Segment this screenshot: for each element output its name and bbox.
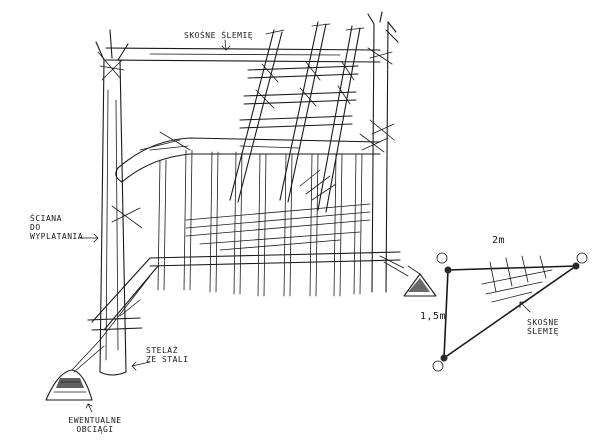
label-plan-beams: SKOŚNE ŚLEMIĘ [518,318,568,336]
label-weights-1: EWENTUALNE [68,416,122,425]
label-weave-wall: ŚCIANA DO WYPLATANIA [30,214,94,241]
label-steel-frame-2: ZE STALI [146,355,189,364]
top-cross-beam [105,47,381,63]
label-plan-beams-2: ŚLEMIĘ [527,327,559,336]
label-top-beams: SKOŚNE ŚLEMIĘ [184,31,254,40]
right-weight [403,265,437,297]
label-steel-frame: STELAŻ ZE STALI [146,346,198,364]
label-dim-height: 1,5m [420,311,447,322]
weave-shading [185,169,371,251]
label-dim-width: 2m [492,235,506,246]
right-back-post [367,11,399,293]
label-weave-wall-3: WYPLATANIA [30,232,84,241]
slanted-beams [229,21,365,213]
warp-sticks [157,149,363,297]
middle-log [111,131,389,229]
left-front-post [95,29,129,376]
plan-view [432,252,588,372]
label-weave-wall-2: DO [30,223,41,232]
label-weave-wall-1: ŚCIANA [30,214,62,223]
label-steel-frame-1: STELAŻ [146,346,178,355]
bottom-steel-frame [87,251,409,341]
label-plan-beams-1: SKOŚNE [527,318,559,327]
label-weights: EWENTUALNE OBCIĄGI [60,416,130,434]
label-weights-2: OBCIĄGI [76,425,114,434]
left-weight [45,339,105,401]
